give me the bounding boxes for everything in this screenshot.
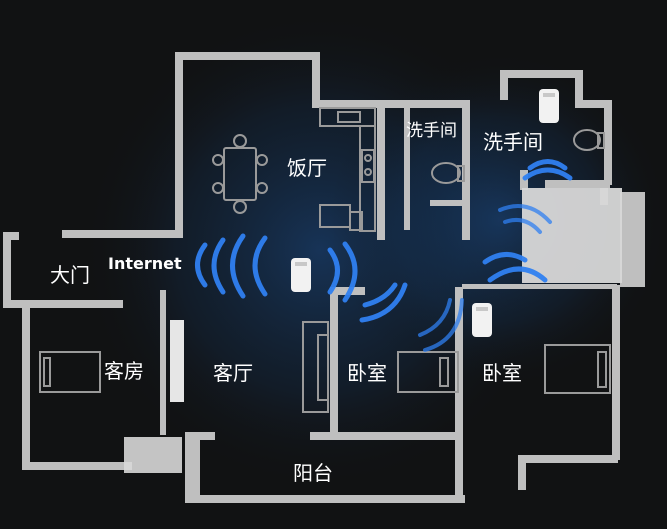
room-label-washroom-1: 洗手间	[406, 121, 457, 141]
bed-icon	[39, 344, 611, 394]
toilet-icon	[431, 129, 605, 184]
dining-table-icon	[212, 134, 268, 214]
window-panel	[522, 188, 622, 283]
room-label-guest: 客房	[104, 359, 144, 383]
internet-label: Internet	[108, 254, 182, 273]
wifi-signal-icon	[195, 159, 573, 352]
window-panel-left	[124, 437, 182, 473]
room-label-door: 大门	[50, 263, 90, 287]
router-icon	[291, 89, 559, 337]
room-label-washroom-2: 洗手间	[483, 130, 543, 154]
room-label-living: 客厅	[213, 361, 253, 385]
room-label-dining: 饭厅	[287, 156, 327, 180]
sofa-icon	[302, 321, 329, 413]
kitchen-counter-icon	[319, 107, 376, 232]
room-label-balcony: 阳台	[293, 461, 333, 485]
sliding-door	[170, 320, 184, 402]
room-label-bedroom-2: 卧室	[482, 361, 522, 385]
room-label-bedroom-1: 卧室	[347, 361, 387, 385]
